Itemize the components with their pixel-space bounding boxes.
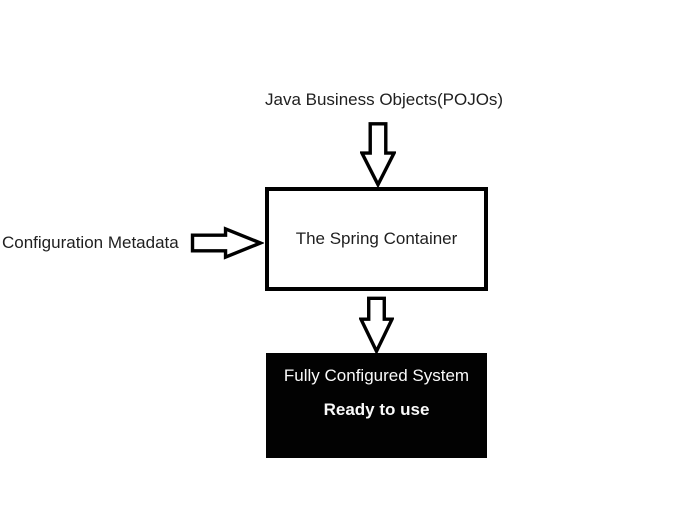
ready-to-use-label: Ready to use bbox=[323, 400, 430, 419]
down-arrow-icon bbox=[359, 121, 397, 193]
fully-configured-system-box: Fully Configured System Ready to use bbox=[266, 353, 487, 458]
fully-configured-system-label: Fully Configured System bbox=[283, 366, 470, 385]
spring-container-box: The Spring Container bbox=[265, 187, 488, 291]
right-arrow-icon bbox=[190, 226, 266, 265]
pojos-label: Java Business Objects(POJOs) bbox=[265, 90, 504, 109]
spring-container-label: The Spring Container bbox=[295, 229, 458, 248]
configuration-metadata-label: Configuration Metadata bbox=[2, 233, 179, 252]
down-arrow-icon bbox=[358, 296, 395, 359]
